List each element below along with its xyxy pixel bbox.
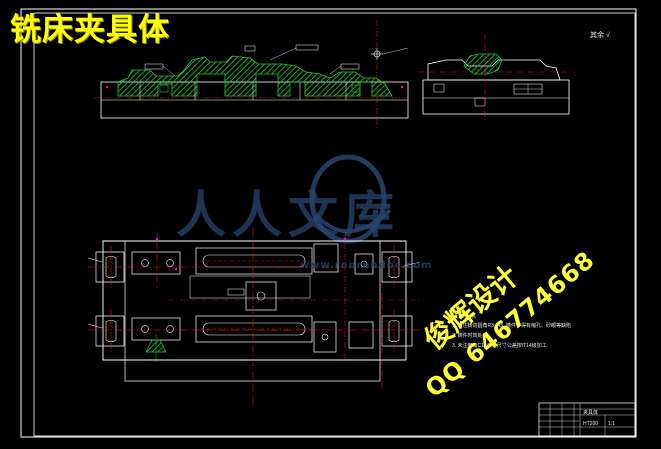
top-view: [87, 228, 421, 405]
tech-note-2: 2. 铸件时效处理: [452, 333, 488, 339]
outer-frame: [20, 8, 637, 438]
watermark-text: 人人文库: [176, 186, 400, 244]
title-block-scale: 1:1: [608, 421, 615, 427]
title-block-part-name: 夹具体: [583, 410, 599, 416]
tech-note-1: 1. 未注铸造圆角R3~R5, 铸件不得有缩孔、砂眼等缺陷: [452, 323, 572, 329]
inner-frame: [33, 12, 636, 437]
hatched-section: [117, 55, 393, 97]
roughness-mark: 其余 √: [590, 32, 610, 39]
tech-note-3: 3. 未注倒角C1, 未注尺寸公差按IT14级加工: [452, 343, 547, 349]
side-view: [418, 34, 574, 122]
drawing-title: 铣床夹具体: [10, 12, 170, 48]
watermark-url: www.renrendoc.com: [300, 260, 433, 271]
title-block-material: HT200: [583, 421, 599, 427]
title-block: [538, 402, 636, 437]
front-view: [94, 20, 412, 130]
tech-note-heading: 技术要求: [452, 314, 477, 320]
